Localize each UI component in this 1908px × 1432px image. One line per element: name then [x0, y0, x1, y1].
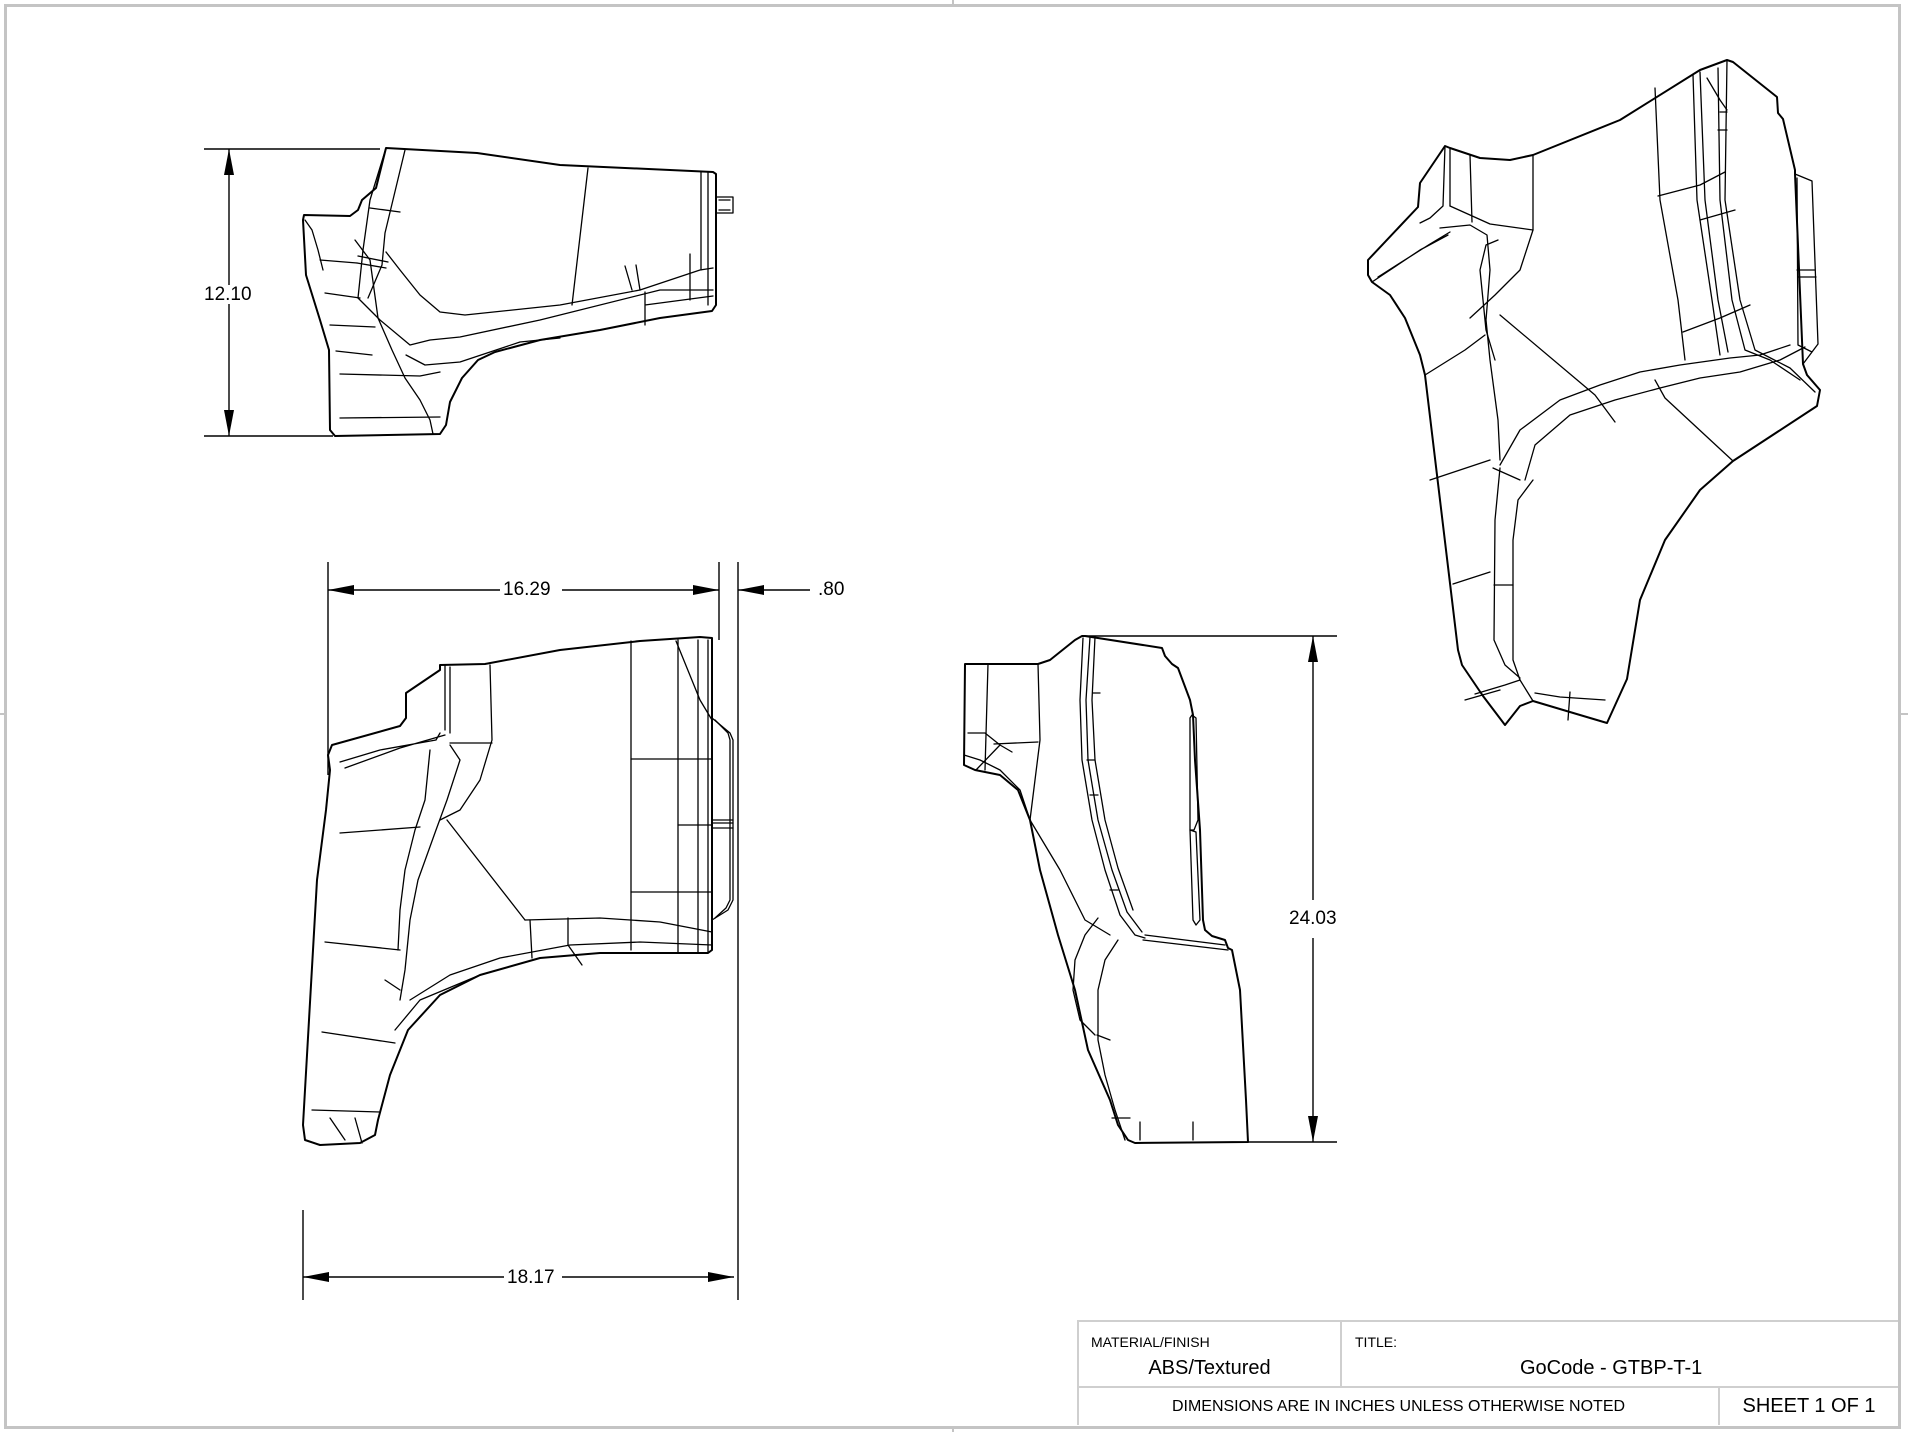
title-value: GoCode - GTBP-T-1	[1520, 1357, 1703, 1379]
top-view	[204, 147, 734, 437]
front-view	[302, 562, 810, 1300]
dimension-24-03	[1082, 635, 1337, 1143]
isometric-view	[1367, 59, 1821, 726]
units-note: DIMENSIONS ARE IN INCHES UNLESS OTHERWIS…	[1079, 1388, 1720, 1425]
title-label: TITLE:	[1355, 1334, 1398, 1350]
title-block: MATERIAL/FINISH ABS/Textured TITLE: GoCo…	[1077, 1320, 1898, 1425]
border-tick-bottom	[952, 1426, 954, 1432]
border-tick-top	[952, 0, 954, 5]
dimension-16-29	[327, 562, 739, 1300]
material-label: MATERIAL/FINISH	[1091, 1334, 1210, 1350]
border-tick-right	[1901, 713, 1908, 715]
title-block-row-top: MATERIAL/FINISH ABS/Textured TITLE: GoCo…	[1079, 1322, 1898, 1388]
dimension-label-24-03: 24.03	[1286, 909, 1340, 928]
side-view	[963, 635, 1337, 1144]
dimension-label-0-80: .80	[815, 580, 848, 599]
material-cell: MATERIAL/FINISH ABS/Textured	[1079, 1322, 1342, 1386]
border-tick-left	[0, 713, 5, 715]
dimension-label-18-17: 18.17	[504, 1268, 558, 1287]
dimension-0-80	[738, 585, 810, 595]
sheet-number: SHEET 1 OF 1	[1742, 1395, 1876, 1417]
dimension-label-16-29: 16.29	[500, 580, 554, 599]
dimension-18-17	[302, 1210, 734, 1300]
title-cell: TITLE: GoCode - GTBP-T-1	[1342, 1322, 1898, 1386]
dimension-label-12-10: 12.10	[201, 285, 255, 304]
title-block-row-bottom: DIMENSIONS ARE IN INCHES UNLESS OTHERWIS…	[1079, 1388, 1898, 1425]
material-value: ABS/Textured	[1148, 1357, 1271, 1379]
